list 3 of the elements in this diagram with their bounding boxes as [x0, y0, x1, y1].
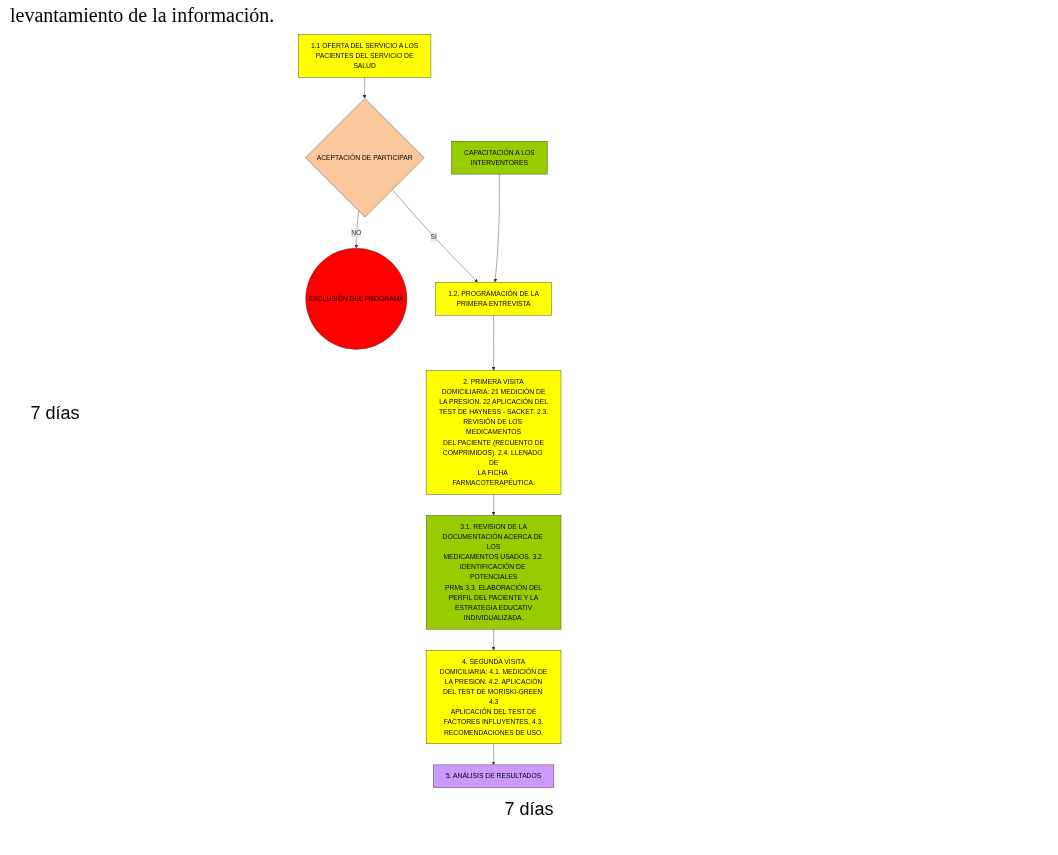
- duration-label: 7 días: [503, 799, 555, 820]
- duration-label: 7 días: [29, 402, 81, 424]
- text-fragment: levantamiento de la información.: [10, 4, 276, 27]
